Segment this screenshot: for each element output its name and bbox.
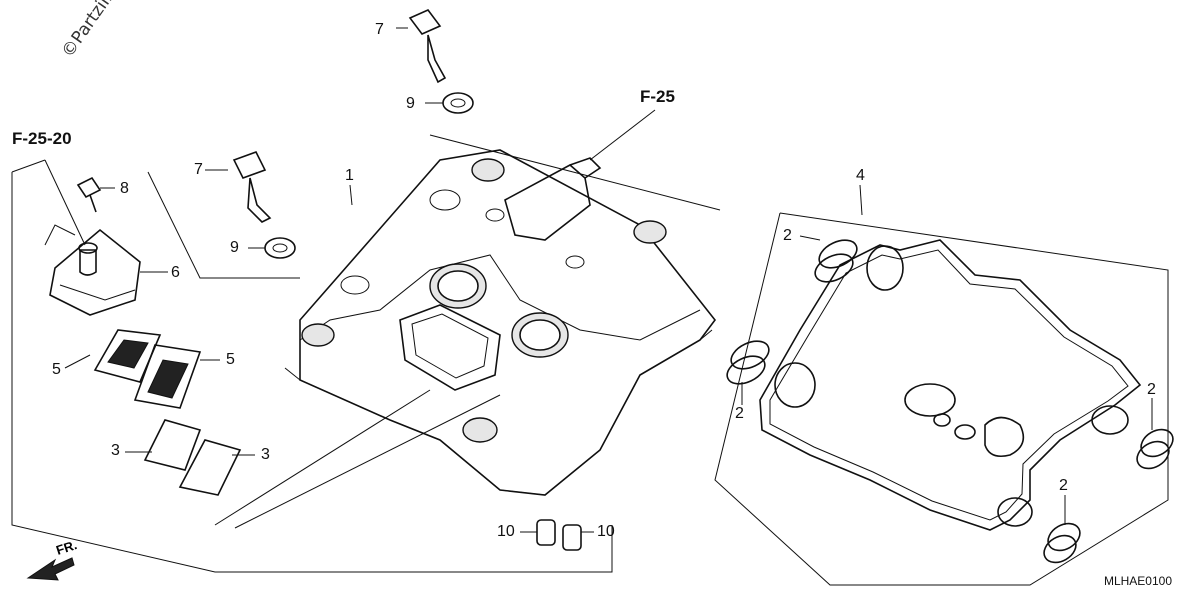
washer-part-9: [264, 92, 474, 259]
callout-6: 6: [171, 264, 180, 281]
callout-7-a: 7: [375, 21, 384, 38]
callout-2-b: 2: [735, 405, 744, 422]
callout-3-a: 3: [111, 442, 120, 459]
cylinder-head-cover: [284, 149, 717, 496]
callout-2-a: 2: [783, 227, 792, 244]
callout-8: 8: [120, 180, 129, 197]
assembly-boundary-right: [714, 212, 1169, 586]
bolt-part-7: [232, 9, 447, 223]
ref-f2520: F-25-20: [12, 129, 72, 148]
leader-lines: [44, 27, 1153, 533]
breather-gasket-part-5: [93, 329, 202, 409]
callout-3-b: 3: [261, 446, 270, 463]
assembly-boundary-left: [11, 134, 721, 573]
diagram-code: MLHAE0100: [1103, 574, 1172, 588]
breather-cover: [49, 228, 141, 316]
callout-4: 4: [856, 167, 865, 184]
callout-10-b: 10: [597, 523, 615, 540]
callout-5-b: 5: [226, 351, 235, 368]
callout-7-b: 7: [194, 161, 203, 178]
callout-2-c: 2: [1147, 381, 1156, 398]
callout-9-a: 9: [406, 95, 415, 112]
ref-f25: F-25: [640, 87, 675, 106]
seal-plugs: [726, 239, 1174, 564]
head-cover-gasket: [759, 239, 1142, 531]
callout-9-b: 9: [230, 239, 239, 256]
dowel-pin-part-10: [536, 519, 582, 551]
bolt-part-8: [76, 176, 102, 213]
front-arrow-icon: [26, 557, 75, 581]
callout-10-a: 10: [497, 523, 515, 540]
callout-1: 1: [345, 167, 354, 184]
callout-2-d: 2: [1059, 477, 1068, 494]
callout-5-a: 5: [52, 361, 61, 378]
breather-plate-part-3: [143, 419, 242, 496]
